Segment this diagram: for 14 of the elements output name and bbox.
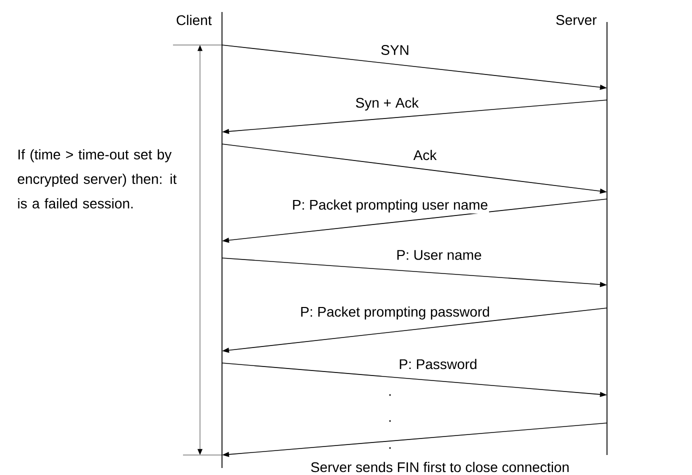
participant-label: Client — [176, 14, 212, 26]
edge-label: SYN — [380, 44, 410, 56]
edge-label: P: Password — [398, 358, 478, 370]
edge-label: Server sends FIN first to close connection — [309, 460, 571, 474]
edge-label: P: Packet prompting user name — [290, 198, 490, 214]
ellipsis-dot: . — [389, 420, 391, 422]
participant-label: Server — [556, 15, 597, 25]
edge-label: P: Packet prompting password — [299, 305, 491, 321]
edge-label: Syn + Ack — [354, 96, 420, 112]
ellipsis-dot: . — [389, 447, 391, 449]
ellipsis-dot: . — [389, 394, 391, 396]
note-text: If (time > time-out set by encrypted server) then: it is a failed session. — [18, 149, 177, 208]
edge-label: P: User name — [395, 249, 483, 261]
edge-label: Ack — [412, 148, 438, 162]
